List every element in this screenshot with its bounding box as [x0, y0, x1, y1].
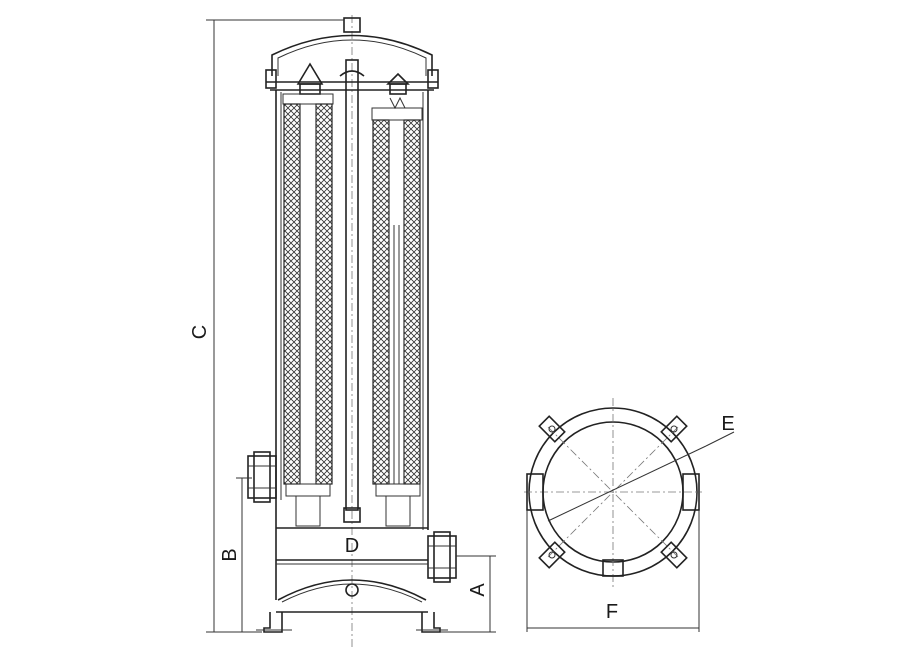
dimension-label-a: A — [467, 583, 489, 597]
dimension-label-f: F — [606, 601, 618, 623]
side-view — [247, 15, 457, 650]
dimension-label-c: C — [189, 325, 211, 339]
dimension-lines — [206, 19, 496, 633]
dimension-label-b: B — [219, 548, 241, 561]
dimension-label-e: E — [721, 413, 734, 435]
dimension-label-d: D — [345, 535, 359, 557]
top-view — [524, 398, 735, 632]
